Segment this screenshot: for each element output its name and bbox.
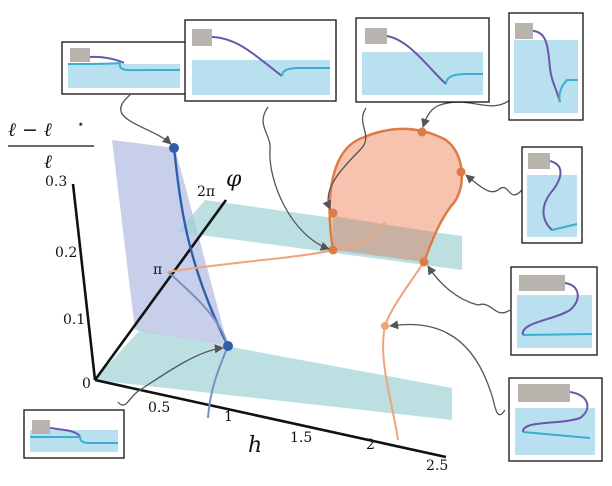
- x-axis-label: h: [248, 433, 262, 458]
- phi-tick-pi: π: [153, 262, 162, 278]
- orange-point-right: [456, 167, 466, 177]
- x-tick-0.5: 0.5: [148, 400, 170, 416]
- blue-point-bottom: [223, 341, 233, 351]
- inset-panel-3: [355, 17, 490, 103]
- inset-panel-1: [61, 41, 189, 95]
- x-tick-2.5: 2.5: [426, 458, 448, 474]
- y-label-denominator: ℓ: [44, 151, 52, 173]
- light-orange-point: [381, 322, 389, 330]
- blue-branch-curve: [172, 147, 230, 347]
- y-label-star: ⋆: [77, 117, 85, 131]
- bottom-teal-plane: [94, 330, 452, 420]
- arrow-to-orange-left-upper: [322, 107, 367, 210]
- h-axis: [94, 378, 447, 459]
- orange-point-right-lower: [419, 257, 429, 267]
- x-tick-1.5: 1.5: [290, 430, 312, 446]
- phi-axis-label: φ: [226, 167, 242, 192]
- arrow-to-orange-right-lower: [427, 265, 511, 314]
- orange-loop-curve: [328, 127, 464, 263]
- phi-axis: [93, 199, 228, 381]
- phi-tick-2pi: 2π: [197, 184, 215, 200]
- gray-overlap-band: [333, 216, 434, 262]
- blue-point-top: [169, 143, 179, 153]
- x-tick-1: 1: [224, 409, 233, 425]
- y-tick-0: 0: [82, 376, 91, 392]
- vertical-axis: [71, 183, 97, 381]
- arrow-to-orange-top: [421, 99, 511, 128]
- arrow-to-blue-top: [120, 94, 172, 145]
- orange-point-left-upper: [328, 208, 338, 218]
- y-tick-0.3: 0.3: [45, 174, 67, 190]
- inset-panel-4: [508, 12, 584, 121]
- arrow-to-light-orange-point: [389, 320, 506, 416]
- arrow-to-blue-bottom: [117, 344, 224, 406]
- inset-panel-7: [508, 377, 603, 462]
- light-orange-lower-curve: [167, 221, 386, 273]
- inset-panel-8: [23, 409, 125, 459]
- orange-point-left-lower: [328, 245, 338, 255]
- inset-panel-6: [510, 266, 598, 356]
- inset-panel-2: [184, 19, 337, 102]
- y-label-numerator: ℓ − ℓ: [8, 119, 52, 141]
- arrow-to-orange-right: [465, 174, 523, 196]
- y-tick-0.1: 0.1: [63, 312, 85, 328]
- x-tick-2: 2: [366, 437, 375, 453]
- inset-panel-5: [521, 146, 583, 244]
- y-tick-0.2: 0.2: [55, 245, 77, 261]
- arrow-to-orange-left-lower: [262, 106, 330, 251]
- vertical-blue-plane: [112, 140, 228, 346]
- orange-point-top: [417, 127, 427, 137]
